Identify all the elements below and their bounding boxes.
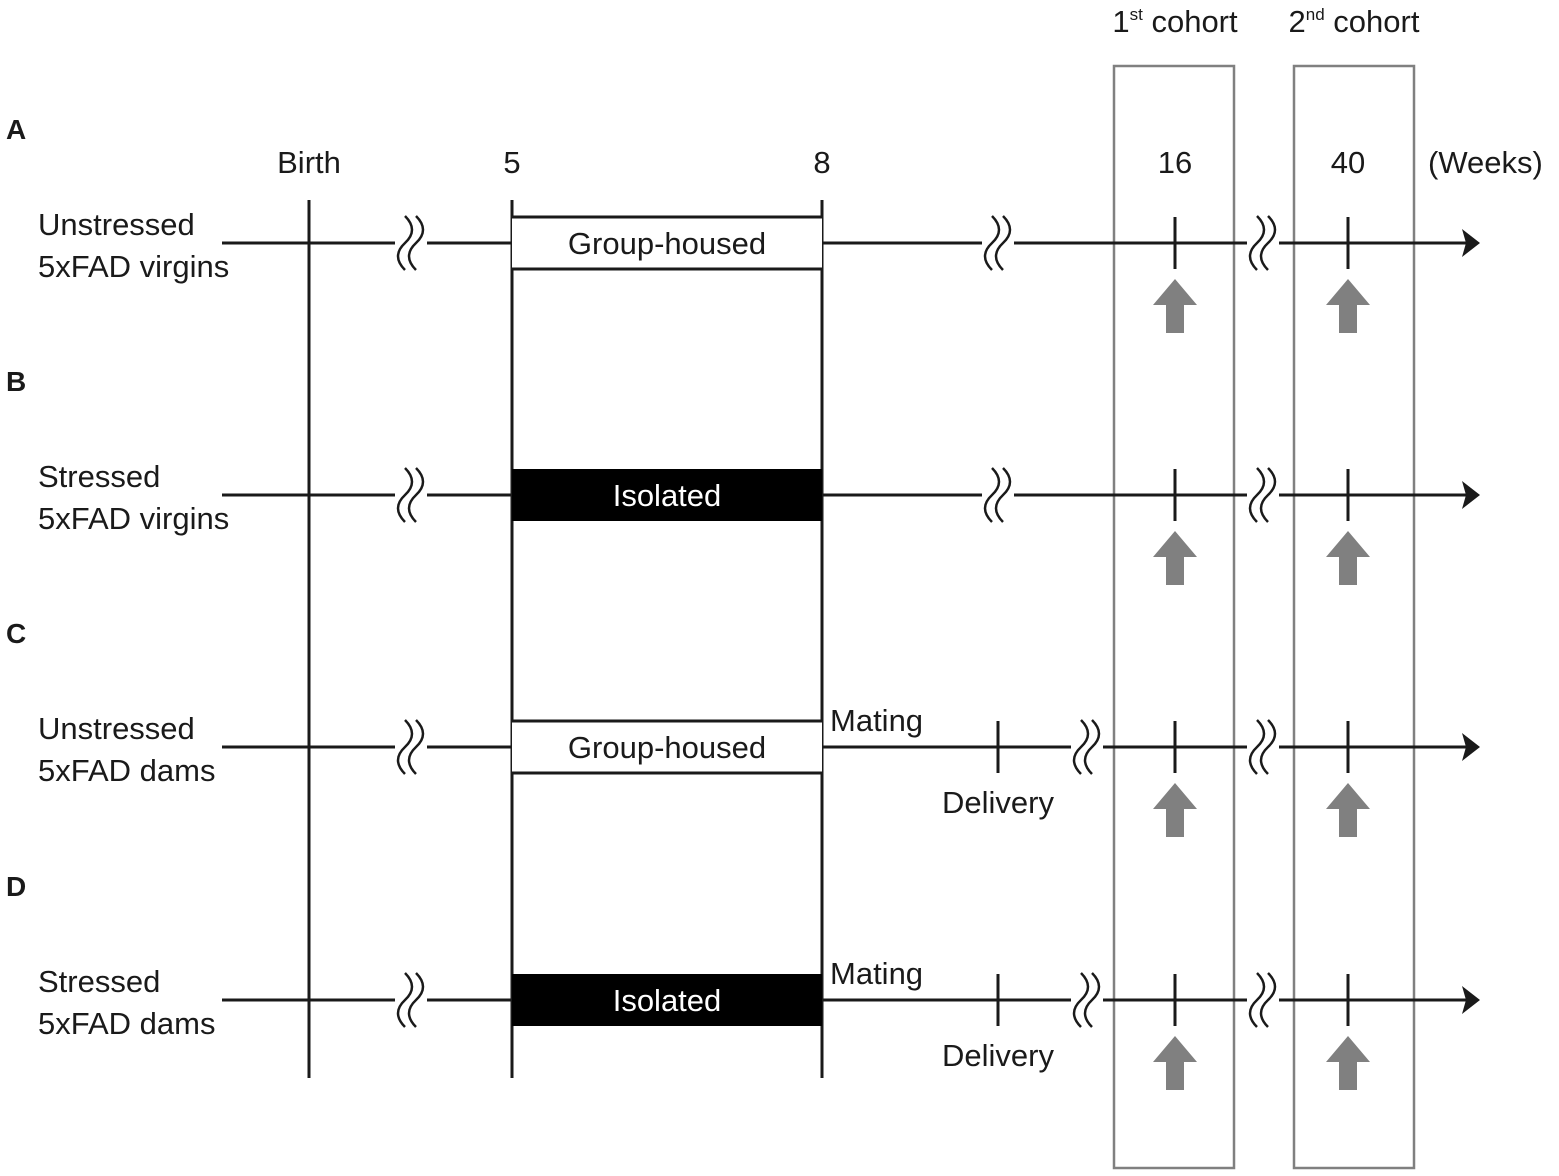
row-b-break-mark-3-stroke-1 bbox=[1248, 467, 1266, 523]
row-b-treatment-label: Isolated bbox=[613, 478, 722, 513]
row-b-break-mark-2-stroke-2 bbox=[994, 467, 1012, 523]
row-c-treatment-box-fill bbox=[512, 721, 822, 773]
row-d-treatment-box bbox=[512, 974, 822, 1026]
row-b-break-mark-2-stroke-1 bbox=[983, 467, 1001, 523]
row-c-mating-label: Mating bbox=[830, 703, 923, 738]
row-d-treatment-label: Isolated bbox=[613, 983, 722, 1018]
row-c-treatment-label: Group-housed bbox=[568, 730, 766, 765]
row-b-label-line-1: Stressed bbox=[38, 459, 160, 494]
row-d-label-line-1: Stressed bbox=[38, 964, 160, 999]
row-a-treatment-label: Group-housed bbox=[568, 226, 766, 261]
tick-label-birth: Birth bbox=[277, 145, 341, 180]
row-a-treatment-box-fill bbox=[512, 217, 822, 269]
row-b-axis-arrowhead bbox=[1462, 481, 1480, 509]
row-d-break-mark-2-stroke-2 bbox=[1083, 972, 1101, 1028]
row-c-break-mark-2-stroke-1 bbox=[1072, 719, 1090, 775]
row-a-break-mark-3-stroke-1 bbox=[1248, 215, 1266, 271]
row-c-delivery-label: Delivery bbox=[942, 785, 1054, 820]
row-d-break-mark-3-stroke-1 bbox=[1248, 972, 1266, 1028]
row-a-label-line-2: 5xFAD virgins bbox=[38, 249, 229, 284]
row-c-break-mark-1-stroke-1 bbox=[396, 719, 414, 775]
row-d-break-mark-1-stroke-1 bbox=[396, 972, 414, 1028]
row-b-letter: B bbox=[6, 366, 26, 397]
row-c-axis-arrowhead bbox=[1462, 733, 1480, 761]
row-d-label-line-2: 5xFAD dams bbox=[38, 1006, 215, 1041]
row-b-break-mark-1-stroke-1 bbox=[396, 467, 414, 523]
row-c-label-line-1: Unstressed bbox=[38, 711, 195, 746]
row-a-break-mark-1-stroke-1 bbox=[396, 215, 414, 271]
row-d-letter: D bbox=[6, 871, 26, 902]
row-a-cohort-2-arrow bbox=[1326, 279, 1370, 333]
tick-label-16: 16 bbox=[1158, 145, 1192, 180]
tick-label-8: 8 bbox=[813, 145, 830, 180]
row-a-label-line-1: Unstressed bbox=[38, 207, 195, 242]
row-b-label-line-2: 5xFAD virgins bbox=[38, 501, 229, 536]
row-a-axis-arrowhead bbox=[1462, 229, 1480, 257]
row-a-break-mark-1-stroke-2 bbox=[407, 215, 425, 271]
row-c-break-mark-3-stroke-2 bbox=[1259, 719, 1277, 775]
row-d-cohort-2-arrow bbox=[1326, 1036, 1370, 1090]
row-c-label-line-2: 5xFAD dams bbox=[38, 753, 215, 788]
row-b-treatment-box bbox=[512, 469, 822, 521]
row-a-break-mark-2-stroke-1 bbox=[983, 215, 1001, 271]
row-c-break-mark-1-stroke-2 bbox=[407, 719, 425, 775]
tick-label-40: 40 bbox=[1331, 145, 1365, 180]
row-c-cohort-2-arrow bbox=[1326, 783, 1370, 837]
row-a-cohort-1-arrow bbox=[1153, 279, 1197, 333]
row-d-mating-label: Mating bbox=[830, 956, 923, 991]
tick-label-5: 5 bbox=[503, 145, 520, 180]
row-d-delivery-label: Delivery bbox=[942, 1038, 1054, 1073]
row-d-cohort-1-arrow bbox=[1153, 1036, 1197, 1090]
row-b-break-mark-1-stroke-2 bbox=[407, 467, 425, 523]
row-c-break-mark-2-stroke-2 bbox=[1083, 719, 1101, 775]
row-a-break-mark-3-stroke-2 bbox=[1259, 215, 1277, 271]
row-a-break-mark-2-stroke-2 bbox=[994, 215, 1012, 271]
cohort-1-box bbox=[1112, 64, 1236, 1170]
row-c-letter: C bbox=[6, 618, 26, 649]
cohort-2-box bbox=[1292, 64, 1416, 1170]
row-b-break-mark-3-stroke-2 bbox=[1259, 467, 1277, 523]
row-d-axis-arrowhead bbox=[1462, 986, 1480, 1014]
row-d-break-mark-1-stroke-2 bbox=[407, 972, 425, 1028]
row-d-break-mark-3-stroke-2 bbox=[1259, 972, 1277, 1028]
row-a-letter: A bbox=[6, 114, 26, 145]
row-b-cohort-2-arrow bbox=[1326, 531, 1370, 585]
cohort-2-label: 2nd cohort bbox=[1289, 4, 1420, 39]
cohort-1-label: 1st cohort bbox=[1112, 4, 1238, 39]
row-d-break-mark-2-stroke-1 bbox=[1072, 972, 1090, 1028]
row-c-break-mark-3-stroke-1 bbox=[1248, 719, 1266, 775]
unit-label: (Weeks) bbox=[1428, 145, 1543, 180]
row-b-cohort-1-arrow bbox=[1153, 531, 1197, 585]
row-c-cohort-1-arrow bbox=[1153, 783, 1197, 837]
